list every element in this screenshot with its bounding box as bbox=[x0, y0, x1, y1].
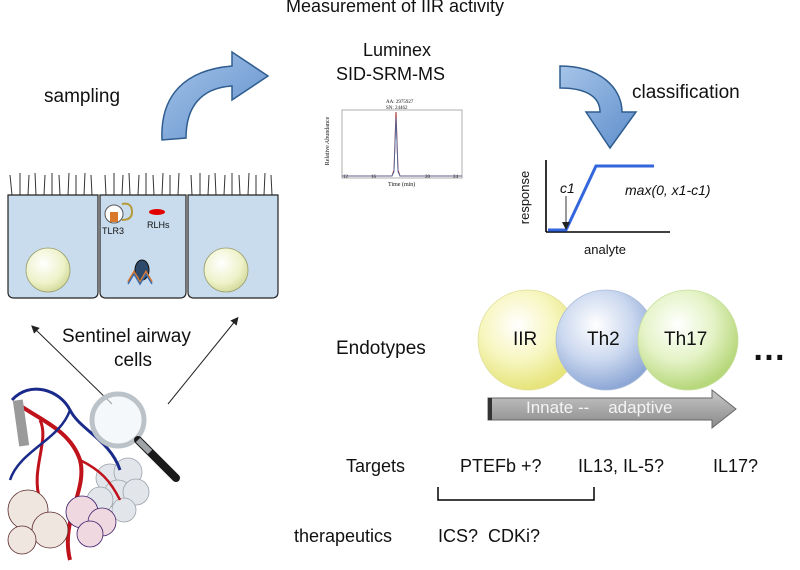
therapeutics-values: ICS? CDKi? bbox=[438, 526, 541, 546]
curved-arrow-sampling bbox=[161, 50, 270, 141]
response-plot bbox=[545, 160, 670, 233]
chromatogram-xtick-0: 12 bbox=[343, 175, 348, 180]
chromatogram-aa: AA: 2975927 bbox=[386, 100, 414, 105]
ellipsis: … bbox=[752, 330, 788, 368]
curved-arrow-classification bbox=[559, 65, 638, 150]
arrow-right bbox=[167, 316, 239, 405]
tlr3-label: TLR3 bbox=[102, 226, 125, 236]
endotype-label-iir: IIR bbox=[513, 329, 538, 350]
sentinel-label-line2: cells bbox=[114, 350, 153, 371]
threshold-label: c1 bbox=[560, 180, 575, 196]
chromatogram-plot bbox=[341, 109, 463, 179]
target-il17: IL17? bbox=[713, 456, 759, 476]
endotype-label-th17: Th17 bbox=[664, 329, 708, 350]
response-xlabel: analyte bbox=[584, 242, 626, 257]
targets-label: Targets bbox=[346, 456, 406, 476]
chromatogram-xtick-1: 16 bbox=[371, 175, 376, 180]
endotype-circle-th17 bbox=[637, 289, 739, 391]
spectrum-label: Innate -- adaptive bbox=[526, 398, 673, 417]
endotype-circles bbox=[477, 289, 739, 391]
lung-illustration bbox=[7, 387, 180, 561]
target-ptefb: PTEFb +? bbox=[460, 456, 542, 476]
formula-label: max(0, x1-c1) bbox=[625, 182, 711, 198]
chromatogram-ylabel: Relative Abundance bbox=[325, 116, 332, 166]
endotype-label-th2: Th2 bbox=[587, 329, 620, 350]
therapeutics-label: therapeutics bbox=[294, 526, 393, 546]
sid-srm-ms-label: SID-SRM-MS bbox=[336, 64, 445, 84]
endotypes-label: Endotypes bbox=[336, 338, 426, 359]
diagram-title: Measurement of IIR activity bbox=[285, 0, 505, 16]
chromatogram-xlabel: Time (min) bbox=[388, 182, 416, 188]
chromatogram-xtick-2: 20 bbox=[425, 175, 430, 180]
sampling-label: sampling bbox=[44, 86, 121, 107]
response-ylabel: response bbox=[517, 170, 533, 225]
chromatogram-xtick-3: 24 bbox=[453, 175, 458, 180]
chromatogram-header: AA: 2975927 SN: 24462 bbox=[386, 100, 413, 112]
sentinel-label-line1: Sentinel airway bbox=[62, 326, 191, 347]
arrow-left bbox=[31, 325, 113, 405]
rlhs-label: RLHs bbox=[147, 220, 170, 230]
chromatogram-sn: SN: 24462 bbox=[386, 106, 408, 111]
innate-adaptive-arrow bbox=[487, 388, 737, 430]
airway-cells bbox=[7, 172, 279, 299]
target-il13: IL13, IL-5? bbox=[578, 456, 665, 476]
classification-label: classification bbox=[632, 82, 740, 103]
luminex-label: Luminex bbox=[363, 40, 432, 60]
targets-bracket bbox=[437, 487, 595, 501]
